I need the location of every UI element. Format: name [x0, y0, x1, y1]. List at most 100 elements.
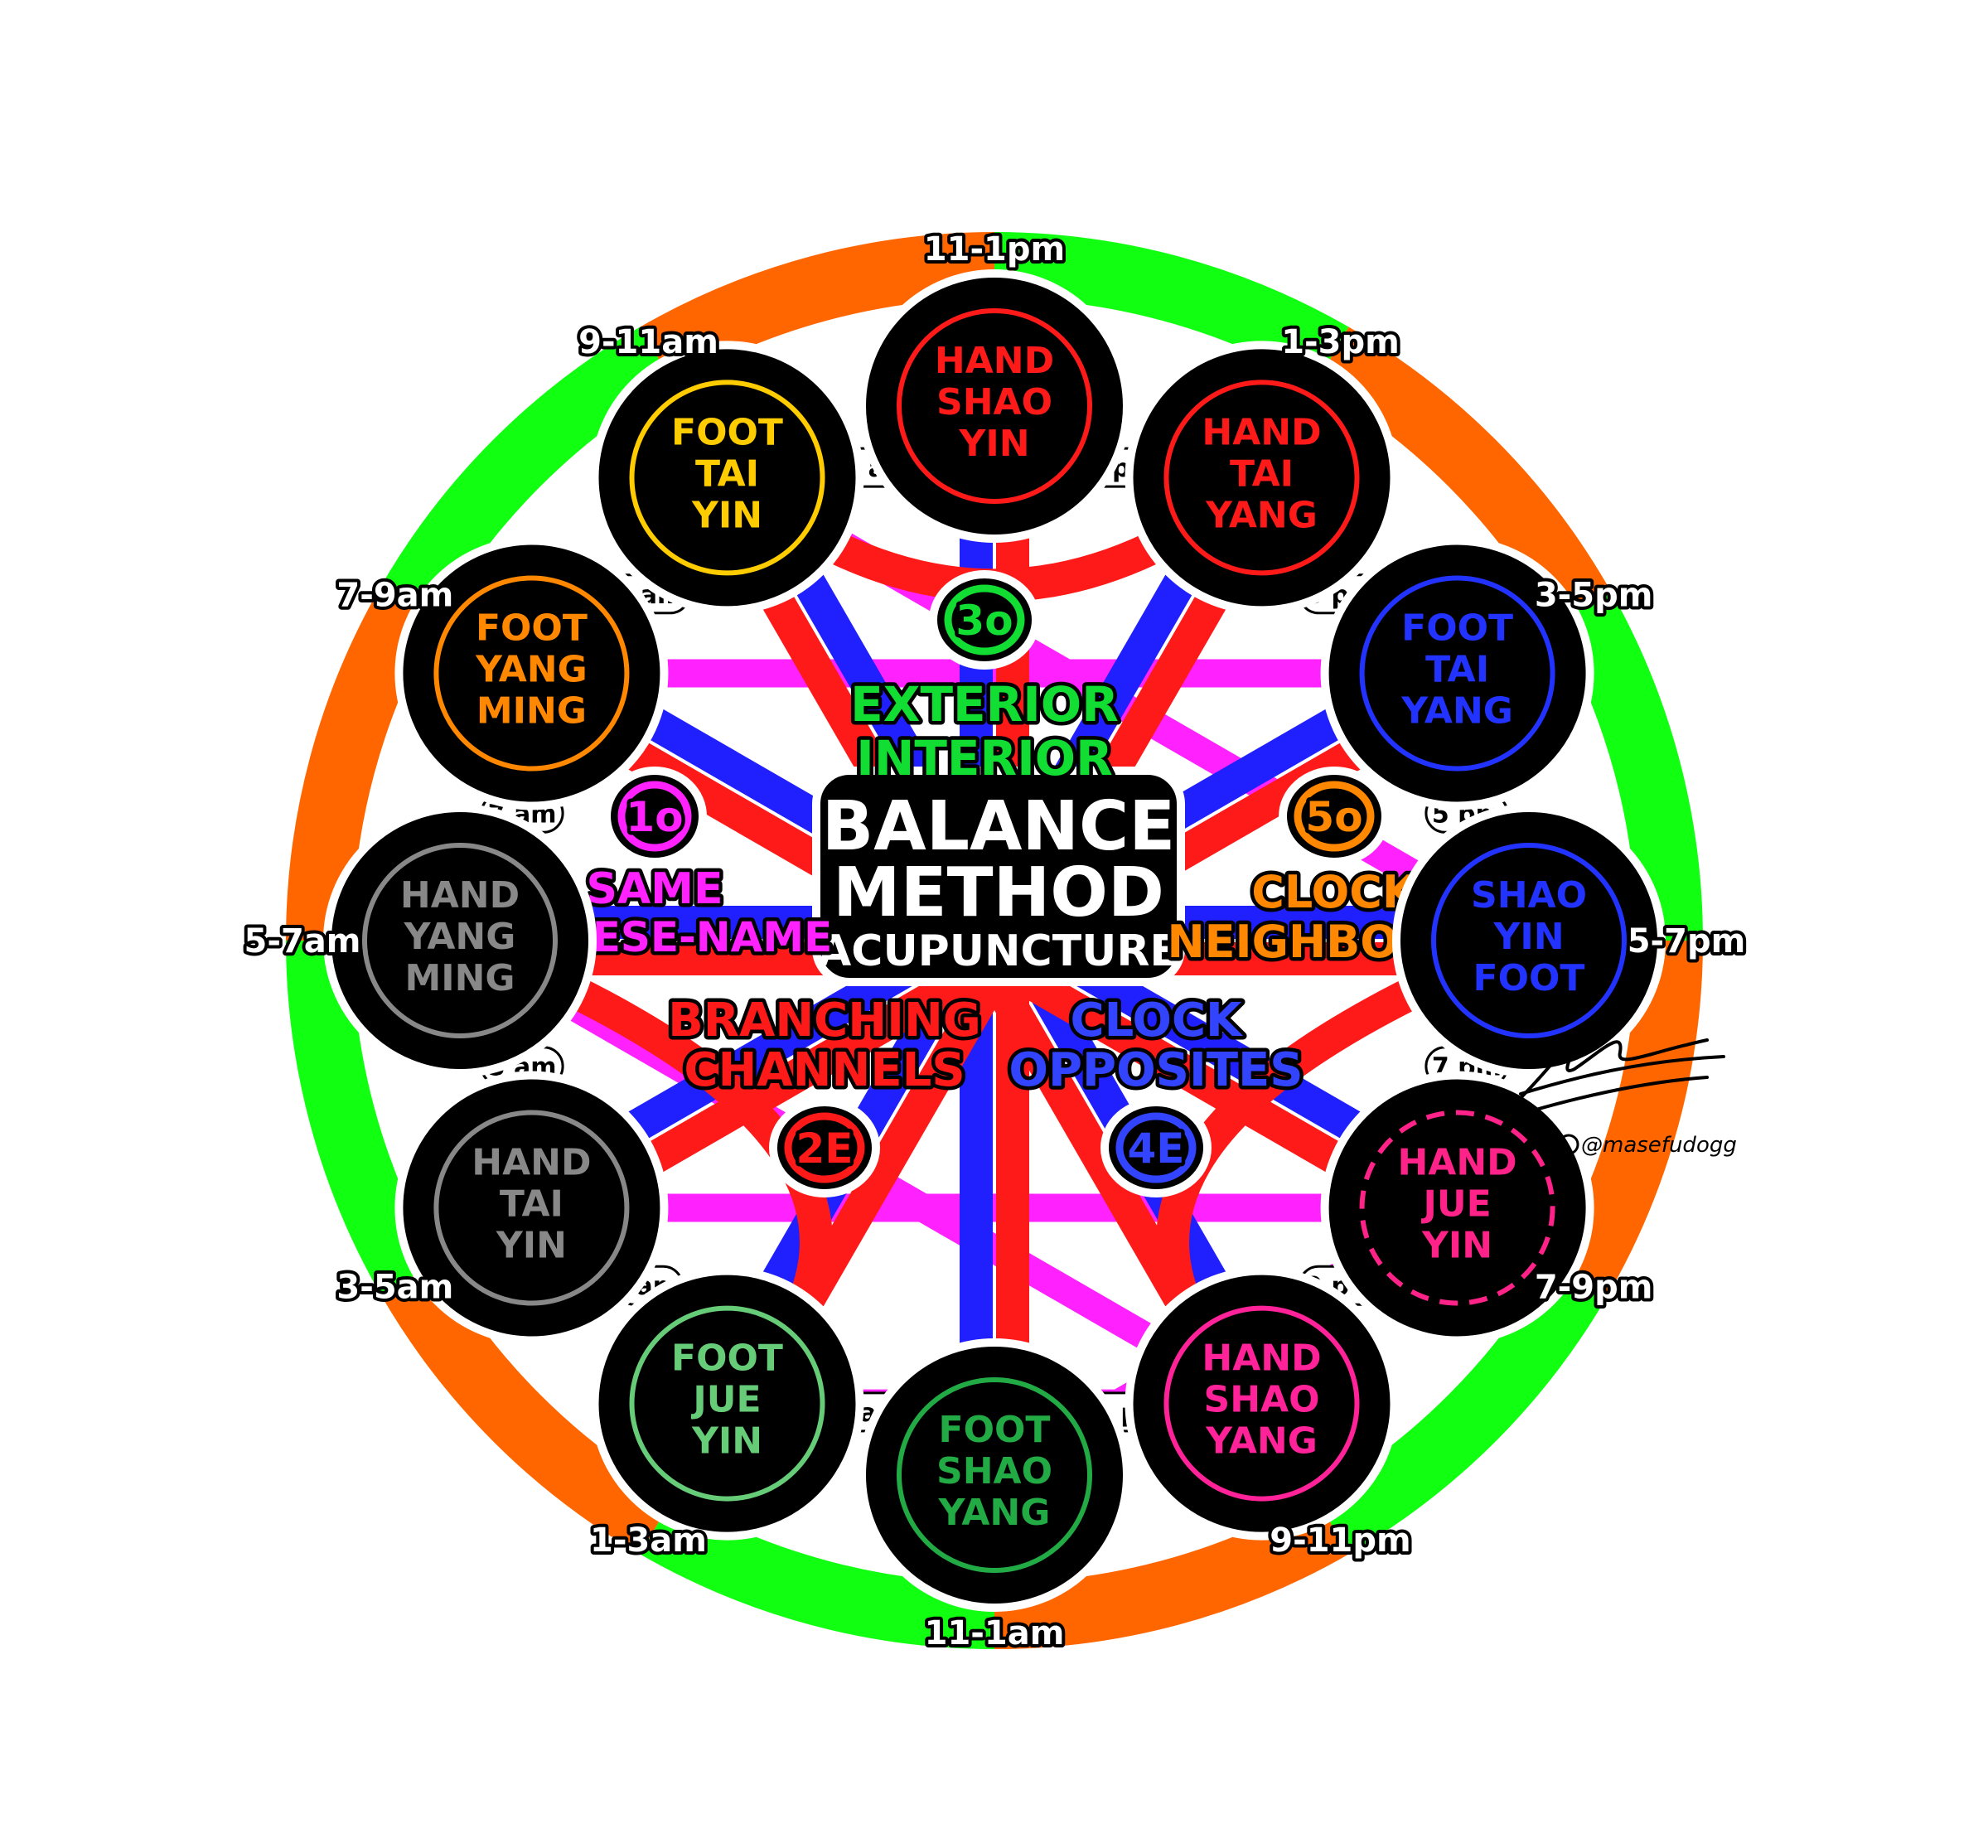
camera-icon — [1558, 1134, 1579, 1155]
node-kidney-line: SHAO — [1471, 874, 1587, 917]
node-liver-line: YIN — [691, 1420, 762, 1463]
node-bladder-line: FOOT — [1401, 607, 1513, 650]
node-gallbladder-line: SHAO — [936, 1450, 1052, 1492]
method-1-badge: 1o — [626, 793, 683, 841]
method-2: BRANCHING CHANNELS 2E — [665, 990, 984, 1197]
center-line2: METHOD — [833, 854, 1164, 932]
method-3-line1: EXTERIOR — [850, 676, 1119, 733]
triple-burner-icon — [1163, 1305, 1360, 1502]
node-bladder-line: YANG — [1400, 690, 1513, 733]
clock-label-lung: 3-5am — [336, 1269, 453, 1307]
clock-label-kidney: 5-7pm — [1628, 922, 1746, 960]
method-5: 5o CLOCK NEIGHBOURS — [1163, 767, 1505, 972]
rim-segment — [286, 586, 438, 941]
node-gallbladder-line: FOOT — [939, 1409, 1051, 1451]
method-1-line1: SAME — [587, 864, 723, 914]
node-gallbladder-line: YANG — [938, 1492, 1051, 1534]
node-large-intestine-line: HAND — [400, 874, 520, 917]
rim-segment — [1550, 940, 1703, 1295]
node-pericardium-line: YIN — [1421, 1225, 1492, 1267]
node-kidney-line: FOOT — [1473, 957, 1585, 999]
clock-label-liver: 1-3am — [590, 1521, 707, 1560]
node-spleen-line: TAI — [695, 452, 759, 495]
node-spleen-line: YIN — [691, 494, 762, 536]
rim-segment — [994, 1497, 1349, 1649]
method-2-line2: CHANNELS — [684, 1043, 965, 1097]
node-heart-line: SHAO — [936, 381, 1052, 423]
node-stomach-line: YANG — [475, 649, 588, 691]
method-4-badge: 4E — [1128, 1125, 1185, 1173]
rim-segment — [1550, 586, 1703, 941]
node-small-intestine-line: HAND — [1202, 411, 1321, 453]
lung-icon — [433, 1110, 630, 1306]
node-pericardium-line: HAND — [1397, 1142, 1516, 1184]
small-intestine-icon — [1163, 380, 1360, 576]
clock-label-bladder: 3-5pm — [1535, 577, 1653, 615]
rim-segment — [994, 232, 1349, 385]
node-small-intestine-line: TAI — [1230, 452, 1294, 495]
clock-label-triple-burner: 9-11pm — [1270, 1521, 1410, 1560]
clock-label-large-intestine: 5-7am — [244, 922, 361, 960]
center-title: BALANCE METHOD ACUPUNCTURE — [812, 767, 1185, 986]
signature-scribble-icon — [1515, 1026, 1725, 1112]
node-stomach-line: FOOT — [476, 607, 588, 650]
node-lung-line: HAND — [472, 1142, 591, 1184]
node-liver-line: FOOT — [671, 1338, 783, 1380]
node-liver-line: JUE — [690, 1379, 761, 1421]
node-kidney-line: YIN — [1492, 916, 1564, 958]
node-triple-burner-line: YANG — [1205, 1420, 1318, 1463]
method-4: CLOCK OPPOSITES 4E — [1005, 990, 1307, 1197]
center-line1: BALANCE — [822, 787, 1176, 866]
node-triple-burner-line: HAND — [1202, 1338, 1321, 1380]
clock-label-gallbladder: 11-1am — [925, 1614, 1065, 1652]
node-heart-line: YIN — [958, 423, 1029, 465]
large-intestine-icon — [362, 843, 558, 1038]
method-3: 3o EXTERIOR INTERIOR — [847, 570, 1122, 791]
method-3-badge: 3o — [955, 597, 1013, 645]
bladder-icon — [1359, 575, 1555, 772]
rim-segment — [640, 232, 995, 385]
center-line3: ACUPUNCTURE — [818, 926, 1179, 976]
node-large-intestine-line: MING — [404, 957, 515, 999]
clock-label-stomach: 7-9am — [336, 577, 453, 615]
rim-segment — [1315, 327, 1608, 620]
method-5-badge: 5o — [1305, 793, 1362, 841]
clock-label-pericardium: 7-9pm — [1535, 1269, 1653, 1307]
liver-icon — [629, 1305, 825, 1502]
node-stomach-line: MING — [476, 690, 587, 733]
method-2-line1: BRANCHING — [668, 994, 981, 1047]
stomach-icon — [433, 575, 630, 772]
node-small-intestine-line: YANG — [1205, 494, 1318, 536]
signature: @masefudogg — [1515, 1026, 1737, 1158]
node-heart-line: HAND — [935, 340, 1054, 382]
node-lung-line: YIN — [496, 1225, 567, 1267]
method-3-line2: INTERIOR — [856, 730, 1113, 786]
pericardium-icon — [1359, 1110, 1555, 1306]
rim-segment — [380, 1261, 674, 1555]
rim-segment — [380, 327, 674, 620]
rim-segment — [1315, 1261, 1608, 1555]
signature-handle: @masefudogg — [1581, 1133, 1737, 1158]
outer-rim — [286, 232, 1703, 1649]
node-pericardium-line: JUE — [1421, 1183, 1492, 1226]
heart-icon — [897, 308, 1092, 504]
clock-label-heart: 11-1pm — [924, 230, 1065, 268]
node-bladder-line: TAI — [1425, 649, 1489, 691]
method-4-line1: CLOCK — [1071, 994, 1244, 1047]
node-spleen-line: FOOT — [671, 411, 783, 453]
gallbladder-icon — [897, 1377, 1092, 1573]
